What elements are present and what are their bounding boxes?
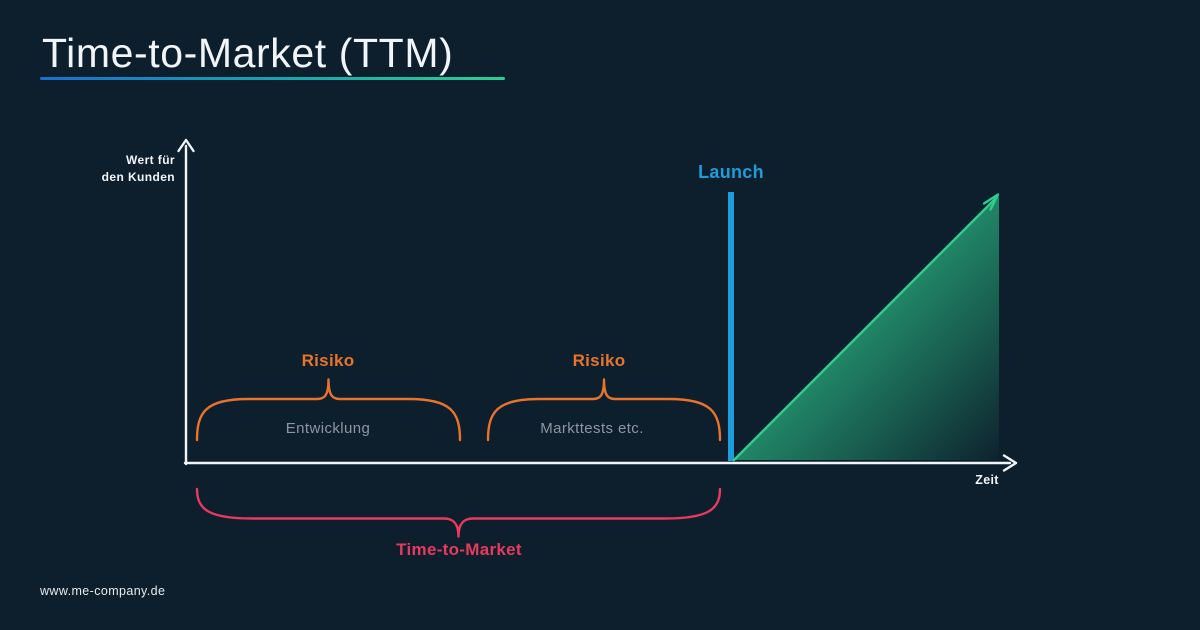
phase-label-entwicklung: Entwicklung	[285, 420, 371, 437]
value-growth-arrowhead	[982, 193, 1000, 211]
brace-entwicklung	[195, 378, 462, 442]
title-underline	[40, 77, 505, 80]
brace-time-to-market	[195, 487, 722, 538]
x-axis-arrowhead	[1002, 454, 1018, 472]
page-title: Time-to-Market (TTM)	[42, 30, 454, 76]
brace-markttests	[486, 378, 722, 442]
value-growth-line	[732, 196, 998, 462]
time-to-market-label: Time-to-Market	[396, 540, 522, 559]
x-axis-label: Zeit	[975, 473, 999, 487]
phase-label-markttests: Markttests etc.	[540, 420, 644, 437]
launch-label: Launch	[698, 162, 764, 182]
website-url: www.me-company.de	[40, 584, 166, 598]
y-axis-label: Wert für den Kunden	[40, 152, 175, 186]
y-axis-arrowhead	[177, 138, 195, 153]
risk-label-markttests: Risiko	[572, 351, 626, 370]
y-axis-label-line1: Wert für	[126, 153, 175, 167]
y-axis-label-line2: den Kunden	[101, 170, 175, 184]
risk-label-entwicklung: Risiko	[301, 351, 355, 370]
